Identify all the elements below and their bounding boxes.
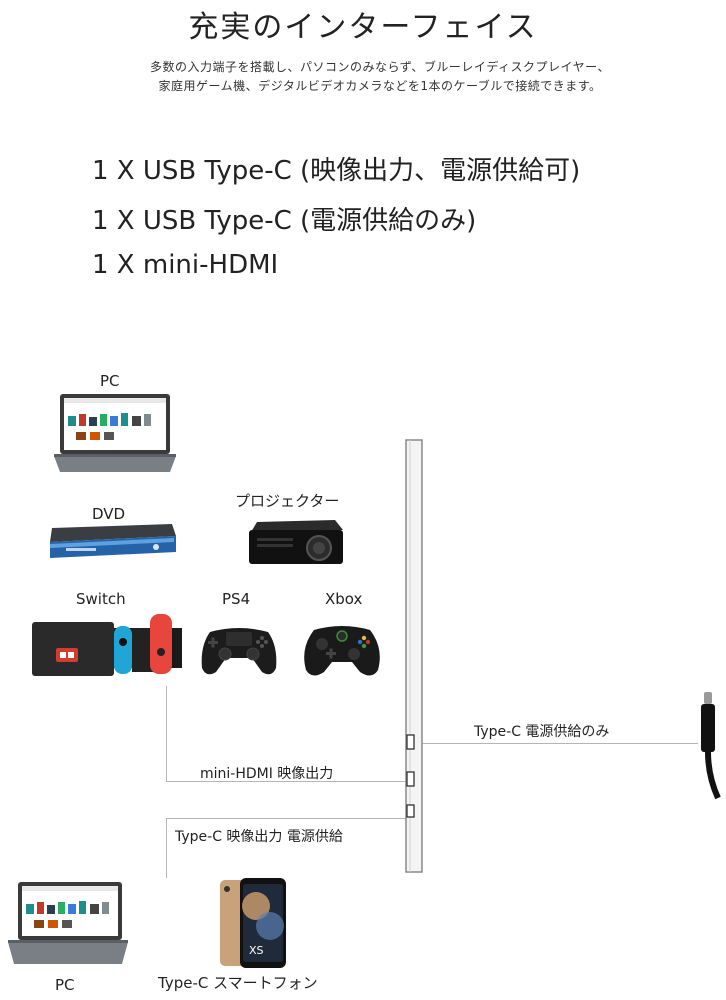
- ps4-controller-icon: [201, 628, 277, 675]
- monitor-side-view: [405, 439, 423, 873]
- typec-line-horizontal: [166, 818, 410, 819]
- usb-c-cable-icon: [701, 692, 721, 800]
- label-projector: プロジェクター: [235, 492, 340, 510]
- phone-screen-text: XS: [249, 944, 264, 957]
- hdmi-line-vertical: [166, 686, 167, 782]
- spec-usb-c-video: 1 X USB Type-C (映像出力、電源供給可): [92, 156, 581, 186]
- label-pc-bottom: PC: [55, 976, 75, 994]
- page-title: 充実のインターフェイス: [188, 10, 538, 45]
- label-pc-top: PC: [100, 372, 120, 390]
- label-switch: Switch: [76, 590, 126, 608]
- hdmi-line-horizontal: [166, 781, 410, 782]
- label-dvd: DVD: [92, 505, 126, 523]
- typec-line-vertical: [166, 818, 167, 878]
- projector-icon: [249, 520, 343, 564]
- laptop-icon-top: [54, 394, 176, 472]
- label-smartphone: Type-C スマートフォン: [158, 974, 318, 992]
- spec-usb-c-power: 1 X USB Type-C (電源供給のみ): [92, 206, 477, 236]
- laptop-icon-bottom: [8, 882, 128, 964]
- xbox-controller-icon: [304, 626, 380, 676]
- dvd-player-icon: [50, 524, 176, 558]
- label-hdmi-output: mini-HDMI 映像出力: [200, 766, 334, 782]
- switch-console-icon: [32, 614, 182, 676]
- label-xbox: Xbox: [325, 590, 363, 608]
- smartphone-icon: XS: [220, 878, 286, 968]
- description-line-2: 家庭用ゲーム機、デジタルビデオカメラなどを1本のケーブルで接続できます。: [158, 79, 602, 93]
- power-line-horizontal: [418, 743, 698, 744]
- description-line-1: 多数の入力端子を搭載し、パソコンのみならず、ブルーレイディスクプレイヤー、: [149, 60, 611, 74]
- label-power-only: Type-C 電源供給のみ: [474, 724, 610, 740]
- label-typec-video: Type-C 映像出力 電源供給: [175, 829, 343, 845]
- label-ps4: PS4: [222, 590, 251, 608]
- spec-mini-hdmi: 1 X mini-HDMI: [92, 250, 279, 280]
